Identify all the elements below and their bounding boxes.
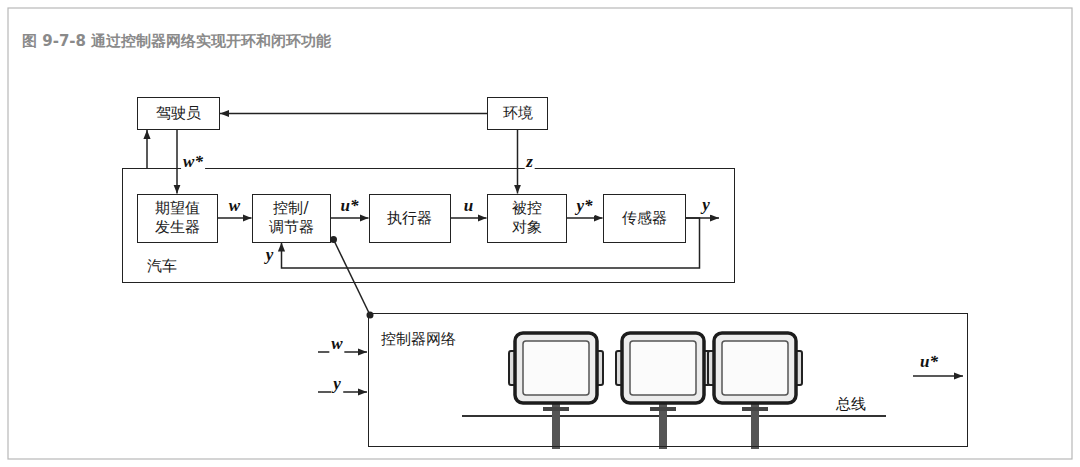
- person-box: 驾驶员: [137, 97, 220, 130]
- signal-connector: [451, 217, 487, 219]
- process-box: 期望值 发生器: [137, 194, 218, 243]
- signal-name: w: [329, 335, 344, 354]
- signal-name: y*: [574, 197, 594, 216]
- node-label: 控制/ 调节器: [265, 199, 317, 237]
- node-label: 汽车: [147, 257, 177, 276]
- signal-name: u*: [918, 353, 940, 372]
- signal-connector: [334, 240, 371, 316]
- node-label: 期望值 发生器: [152, 199, 202, 237]
- bus-name: 总线: [834, 396, 868, 413]
- edge-group: [147, 114, 700, 319]
- network-boundary: 控制器网络: [368, 313, 968, 447]
- signal-connector: [567, 217, 603, 219]
- signal-connector: [218, 217, 252, 219]
- signal-name: u*: [339, 197, 361, 216]
- signal-connector: [517, 130, 519, 194]
- process-box: 执行器: [369, 194, 451, 243]
- junction-dot: [330, 236, 337, 243]
- ecu-lid: [523, 341, 589, 395]
- ecu-foot: [543, 407, 569, 411]
- signal-name: y: [264, 246, 276, 265]
- signal-connector: [220, 113, 487, 115]
- vehicle-boundary: 汽车 期望值 发生器 控制/ 调节器 执行器 被控 对象 传感器: [122, 168, 735, 283]
- signal-connector: [331, 217, 369, 219]
- signal-name: y: [331, 375, 343, 394]
- ecu-housing: [515, 333, 597, 403]
- node-label: 驾驶员: [156, 104, 201, 123]
- signal-name: y: [700, 196, 712, 215]
- node-label: 环境: [503, 104, 533, 123]
- signal-connector: [176, 130, 178, 194]
- node-label: 控制器网络: [381, 330, 456, 349]
- ecu-lid: [722, 341, 788, 395]
- ecu-group: [509, 333, 802, 449]
- signal-name: w: [227, 197, 242, 216]
- ecu-unit: [616, 333, 710, 449]
- signal-name: u: [462, 197, 475, 216]
- output-arrow: [913, 375, 963, 377]
- node-label: 传感器: [622, 209, 667, 228]
- ecu-housing: [622, 333, 704, 403]
- node-label: 被控 对象: [507, 199, 547, 237]
- figure-title: 图 9-7-8 通过控制器网络实现开环和闭环功能: [22, 32, 331, 51]
- outer-frame: [8, 8, 1072, 459]
- ecu-lid: [630, 341, 696, 395]
- ecu-foot: [742, 407, 768, 411]
- signal-name: w*: [181, 152, 205, 171]
- bus-line: [462, 415, 886, 417]
- ecu-unit: [509, 333, 603, 449]
- signal-connector: [146, 130, 148, 168]
- ecu-unit: [708, 333, 802, 449]
- process-box: 传感器: [603, 194, 686, 243]
- ecu-foot: [650, 407, 676, 411]
- node-label: 执行器: [387, 209, 432, 228]
- environment-box: 环境: [487, 97, 548, 130]
- process-box: 控制/ 调节器: [252, 194, 331, 243]
- ecu-housing: [714, 333, 796, 403]
- signal-name: z: [524, 152, 535, 171]
- process-box: 被控 对象: [487, 194, 567, 243]
